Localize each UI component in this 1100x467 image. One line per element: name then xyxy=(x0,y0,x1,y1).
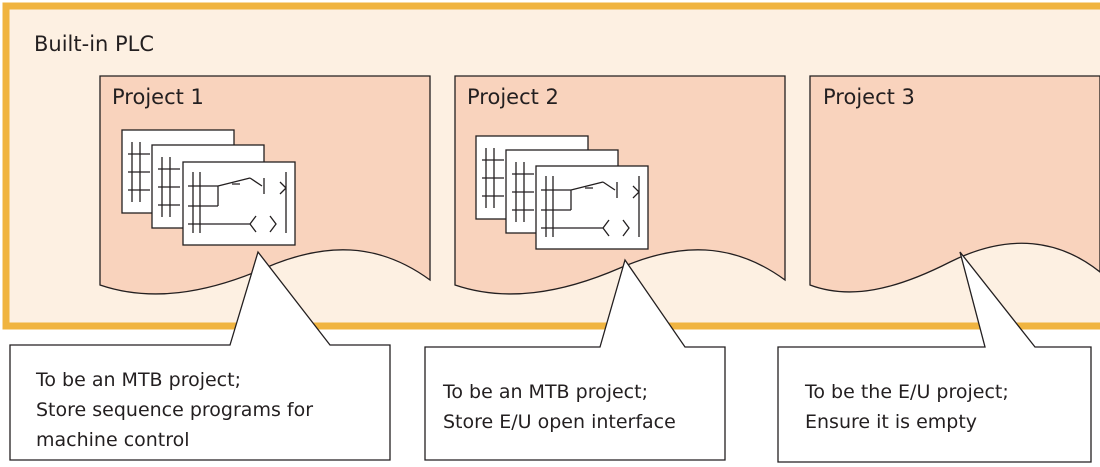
project-1-callout xyxy=(9,250,391,461)
ladder-program-stack-project-1 xyxy=(121,129,296,246)
note-line: To be an MTB project; xyxy=(443,381,648,403)
built-in-plc-label: Built-in PLC xyxy=(34,32,155,56)
project-2-note: To be an MTB project; Store E/U open int… xyxy=(443,377,676,437)
note-line: To be an MTB project; xyxy=(36,369,241,391)
note-line: Store sequence programs for xyxy=(36,399,314,421)
project-2-callout xyxy=(424,258,726,461)
note-line: Ensure it is empty xyxy=(805,411,978,433)
project-1-label: Project 1 xyxy=(112,85,204,109)
project-3-document xyxy=(809,75,1100,293)
note-line: Store E/U open interface xyxy=(443,411,676,433)
project-3-callout xyxy=(777,251,1092,463)
project-1-note: To be an MTB project; Store sequence pro… xyxy=(36,365,313,455)
ladder-program-stack-project-2 xyxy=(475,135,649,250)
project-2-label: Project 2 xyxy=(467,85,559,109)
note-line: To be the E/U project; xyxy=(805,381,1009,403)
note-line: machine control xyxy=(36,429,190,451)
project-3-label: Project 3 xyxy=(823,85,915,109)
project-3-note: To be the E/U project; Ensure it is empt… xyxy=(805,377,1009,437)
